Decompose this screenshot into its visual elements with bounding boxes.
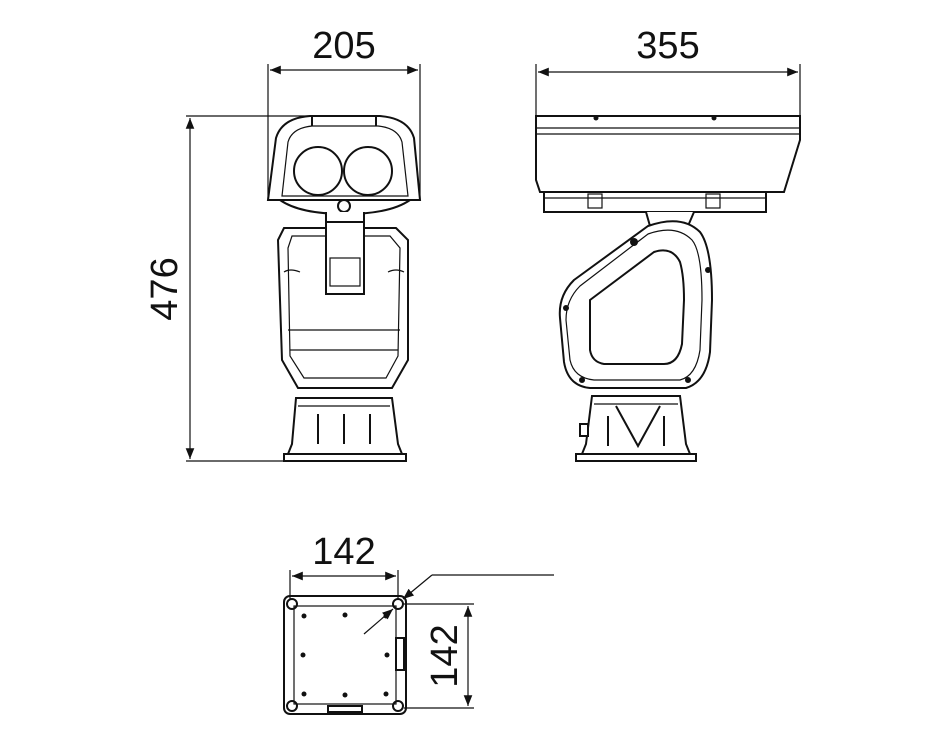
leader-line [363, 574, 554, 635]
base-width-label: 142 [312, 531, 375, 573]
front-view [266, 115, 422, 462]
side-view [535, 115, 801, 462]
base-width-dimension: 142 [289, 531, 399, 600]
height-label: 476 [144, 257, 186, 320]
front-width-dimension: 205 [267, 25, 421, 200]
side-width-label: 355 [636, 25, 699, 67]
base-depth-label: 142 [424, 624, 466, 687]
side-width-dimension: 355 [535, 25, 801, 116]
front-width-label: 205 [312, 25, 375, 67]
base-depth-dimension: 142 [404, 603, 474, 709]
height-dimension: 476 [144, 115, 310, 462]
